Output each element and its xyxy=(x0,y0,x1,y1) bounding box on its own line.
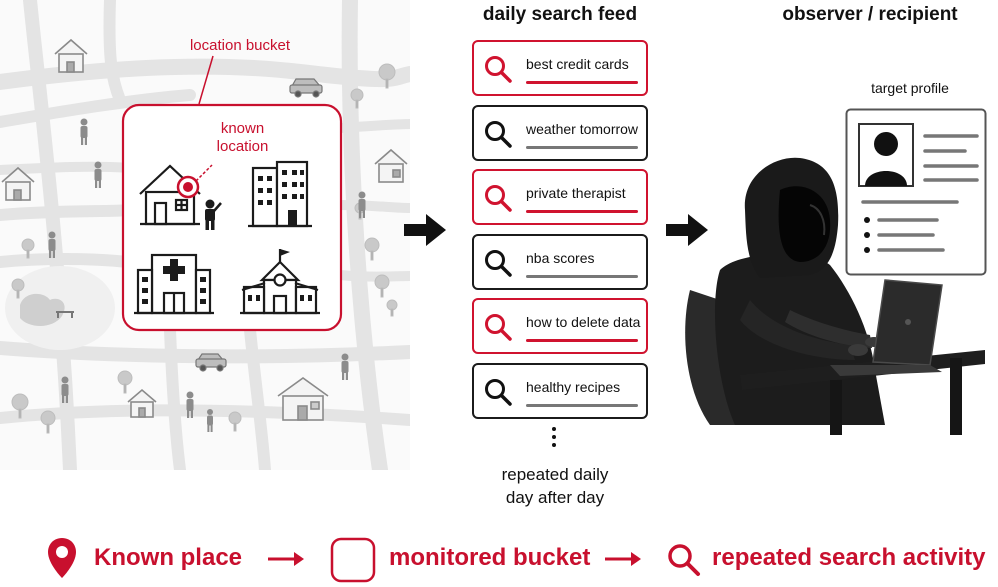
legend-monitored-bucket: monitored bucket xyxy=(389,544,591,571)
underline xyxy=(526,210,638,213)
legend-repeated-search: repeated search activity xyxy=(712,544,986,571)
underline xyxy=(526,403,638,407)
known-location-label: known location xyxy=(216,120,269,155)
feed-title: daily search feed xyxy=(482,4,638,25)
person-icon xyxy=(205,199,222,230)
location-bucket-label: location bucket xyxy=(189,37,291,54)
search-icon xyxy=(485,185,512,212)
search-icon xyxy=(485,120,512,148)
underline xyxy=(526,145,638,149)
arrow-right-icon xyxy=(664,212,710,248)
search-card: nba scores xyxy=(472,233,648,290)
search-icon xyxy=(485,249,512,277)
search-card: private therapist xyxy=(472,169,648,225)
target-profile-label: target profile xyxy=(871,80,949,96)
city-map xyxy=(0,0,410,470)
search-feed: best credit cards weather tomorrow priva… xyxy=(472,40,648,427)
search-card: weather tomorrow xyxy=(472,104,648,161)
repeat-line-2: day after day xyxy=(505,488,605,507)
laptop-icon xyxy=(830,279,943,376)
hooded-figure-icon xyxy=(680,150,990,435)
target-profile-card xyxy=(845,108,987,276)
search-query: nba scores xyxy=(526,249,595,266)
search-query: private therapist xyxy=(526,185,626,201)
legend-known-place: Known place xyxy=(94,544,243,571)
search-query: how to delete data xyxy=(526,314,641,330)
repeat-line-1: repeated daily xyxy=(501,465,609,484)
location-pin-icon xyxy=(46,536,78,580)
underline xyxy=(526,339,638,342)
underline xyxy=(526,81,638,84)
legend-arrow-icon xyxy=(603,549,643,569)
search-query: healthy recipes xyxy=(526,378,621,395)
observer-title: observer / recipient xyxy=(782,4,958,25)
arrow-right-icon xyxy=(402,212,448,248)
search-query: weather tomorrow xyxy=(526,120,639,137)
search-card: how to delete data xyxy=(472,298,648,354)
search-icon xyxy=(485,378,512,406)
search-icon xyxy=(485,56,512,83)
underline xyxy=(526,274,638,278)
profile-avatar-icon xyxy=(858,123,914,187)
school-icon xyxy=(240,249,320,315)
repeat-caption: repeated daily day after day xyxy=(470,463,640,509)
search-icon xyxy=(485,314,512,341)
search-card: healthy recipes xyxy=(472,362,648,419)
search-query: best credit cards xyxy=(526,56,629,72)
search-icon xyxy=(666,542,702,578)
search-card: best credit cards xyxy=(472,40,648,96)
legend-arrow-icon xyxy=(266,549,306,569)
bucket-square-icon xyxy=(330,537,376,583)
more-dots-icon xyxy=(552,427,556,451)
